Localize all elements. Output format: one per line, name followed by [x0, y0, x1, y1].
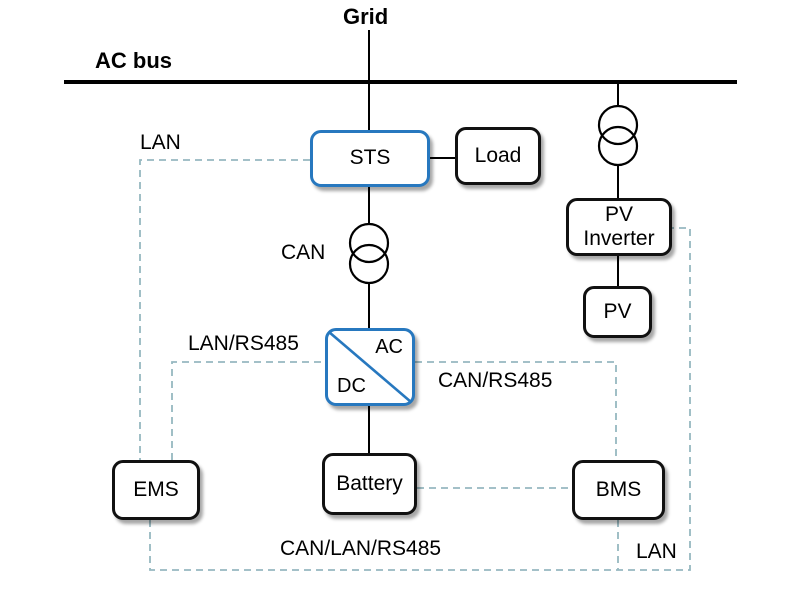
battery-box: Battery — [322, 453, 417, 515]
lan-rs485-label: LAN/RS485 — [188, 332, 299, 355]
lan-top-label: LAN — [140, 131, 181, 154]
bms-label: BMS — [595, 477, 642, 501]
comm-lines — [139, 159, 691, 571]
converter-dc-label: DC — [337, 375, 366, 397]
sts-box: STS — [310, 130, 430, 187]
converter-diagonal-icon — [328, 331, 412, 403]
can-lan-rs485-label: CAN/LAN/RS485 — [280, 537, 442, 560]
ems-label: EMS — [133, 477, 179, 501]
pv-box: PV — [583, 286, 652, 338]
ems-box: EMS — [112, 460, 200, 520]
comm-line-lan-rs485-ems-converter — [171, 361, 325, 460]
ac-bus-label: AC bus — [95, 48, 172, 73]
can-rs485-label: CAN/RS485 — [438, 369, 553, 392]
sts-label: STS — [349, 146, 391, 170]
ac-bus-line — [64, 80, 737, 84]
pv-label: PV — [603, 299, 632, 323]
battery-label: Battery — [336, 471, 403, 495]
comm-line-lan-sts-ems — [139, 159, 310, 460]
can-label: CAN — [281, 241, 326, 264]
load-label: Load — [474, 143, 522, 167]
converter-ac-label: AC — [375, 336, 403, 358]
load-box: Load — [455, 127, 541, 185]
pv-inverter-box: PV Inverter — [566, 198, 672, 256]
comm-line-bottom-bus-pvinverter — [149, 227, 691, 571]
transformer-icon — [348, 222, 390, 285]
pv-inverter-label: PV Inverter — [583, 202, 655, 250]
grid-label: Grid — [343, 4, 389, 29]
lan-bottom-label: LAN — [636, 540, 677, 563]
ac-dc-converter-box: AC DC — [325, 328, 415, 406]
transformer-icon — [597, 104, 639, 167]
comm-line-can-rs485-converter-bms — [415, 361, 617, 460]
bms-box: BMS — [572, 460, 665, 520]
